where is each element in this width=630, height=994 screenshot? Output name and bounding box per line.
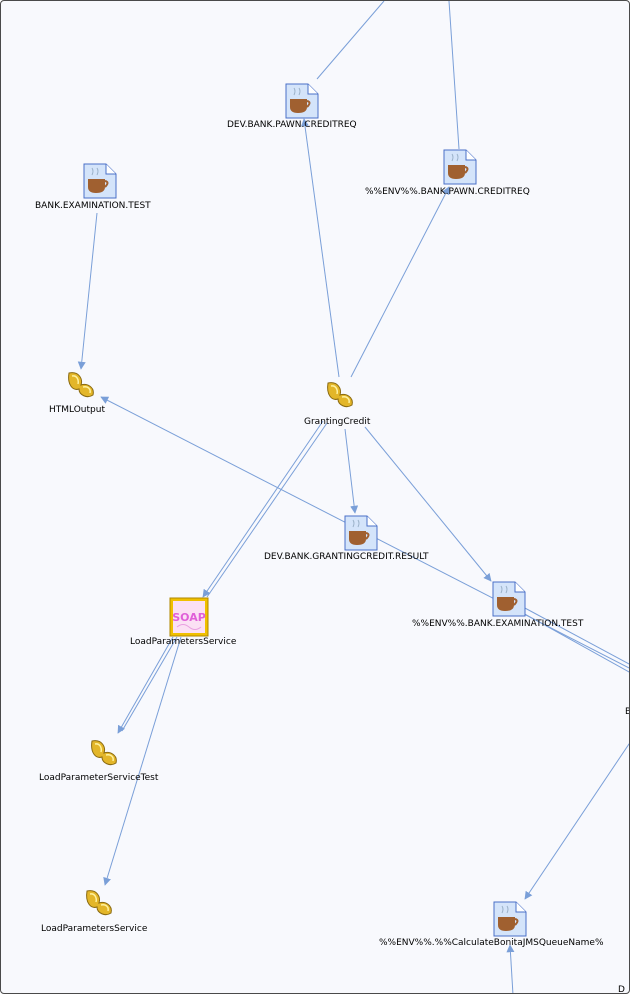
edge-soap-to-loadparamsflow[interactable] <box>103 636 182 886</box>
queue-document-icon <box>493 901 527 937</box>
queue-document-icon <box>83 163 117 199</box>
flow-label: LoadParameterServiceTest <box>39 773 159 783</box>
message-flow-icon <box>91 740 117 766</box>
edge-bank-exam-to-htmloutput[interactable] <box>77 212 98 370</box>
flow-label: GrantingCredit <box>304 417 371 427</box>
queue-document-icon <box>492 581 526 617</box>
edge-granting-to-env-pawn[interactable] <box>350 186 450 378</box>
edge-topright-to-env-pawn[interactable] <box>448 1 460 150</box>
edge-env-exam-to-right-a[interactable] <box>522 606 630 665</box>
queue-label: DEV.BANK.PAWN.CREDITREQ <box>227 120 357 130</box>
clipped-node-label-d: D <box>618 985 625 994</box>
edge-granting-to-dev-pawn[interactable] <box>301 118 340 378</box>
soap-label: LoadParametersService <box>130 637 237 647</box>
message-flow-icon <box>86 890 112 916</box>
queue-label: %%ENV%%.BANK.PAWN.CREDITREQ <box>365 187 530 197</box>
queue-label: DEV.BANK.GRANTINGCREDIT.RESULT <box>264 552 429 562</box>
svg-text:SOAP: SOAP <box>172 611 206 624</box>
flow-label: HTMLOutput <box>49 405 105 415</box>
message-flow-icon <box>68 372 94 398</box>
edge-right-to-env-bonita[interactable] <box>524 741 630 900</box>
queue-label: BANK.EXAMINATION.TEST <box>35 201 151 211</box>
flow-label: LoadParametersService <box>41 924 148 934</box>
edge-granting-to-env-exam[interactable] <box>364 426 492 582</box>
edge-topleft-to-dev-pawn[interactable] <box>316 1 385 80</box>
queue-document-icon <box>285 83 319 119</box>
edge-env-bonita-to-bottom[interactable] <box>506 944 515 994</box>
edge-granting-to-soap[interactable] <box>202 420 324 598</box>
edge-soap-to-loadparamtest[interactable] <box>117 636 174 734</box>
queue-label: %%ENV%%.BANK.EXAMINATION.TEST <box>412 619 584 629</box>
edge-env-exam-to-right-b[interactable] <box>522 612 630 673</box>
edge-soap-to-loadparamtest-2[interactable] <box>121 636 178 732</box>
soap-service-icon: SOAP <box>169 597 209 637</box>
queue-label: %%ENV%%.%%CalculateBonitaJMSQueueName% <box>379 938 604 948</box>
queue-document-icon <box>443 149 477 185</box>
clipped-node-label-b: B <box>625 707 629 718</box>
edge-granting-to-dev-result[interactable] <box>344 428 359 514</box>
message-flow-icon <box>327 382 353 408</box>
queue-document-icon <box>344 515 378 551</box>
edge-soap-to-granting[interactable] <box>206 422 328 598</box>
